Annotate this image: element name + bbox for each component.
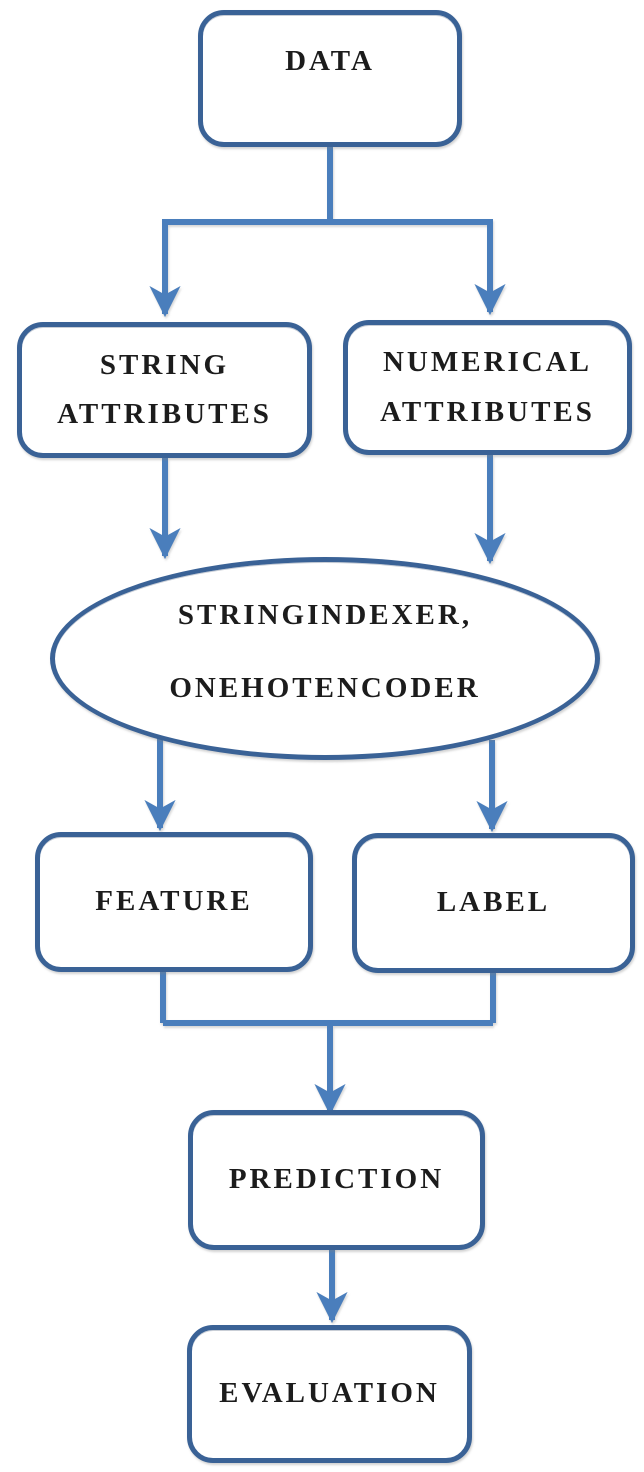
node-label: LABEL — [352, 833, 635, 973]
node-encoder-label-line2: ONEHOTENCODER — [169, 671, 481, 704]
edge-feature-label-merge-bar — [160, 970, 496, 1026]
node-numerical-attributes-label: NUMERICAL ATTRIBUTES — [380, 346, 595, 428]
node-encoder-label-line1: STRINGINDEXER, — [177, 599, 473, 632]
node-evaluation: EVALUATION — [187, 1325, 472, 1463]
node-prediction: PREDICTION — [188, 1110, 485, 1250]
node-numerical-attributes: NUMERICAL ATTRIBUTES — [343, 320, 632, 455]
node-feature: FEATURE — [35, 832, 313, 972]
node-prediction-label: PREDICTION — [228, 1163, 445, 1196]
node-encoder-ellipse: STRINGINDEXER, ONEHOTENCODER — [50, 557, 600, 760]
node-string-attributes: STRING ATTRIBUTES — [17, 322, 312, 458]
node-label-label: LABEL — [436, 886, 551, 919]
node-data: DATA — [198, 10, 462, 147]
node-feature-label: FEATURE — [95, 885, 253, 918]
node-string-attributes-label: STRING ATTRIBUTES — [57, 348, 272, 430]
node-data-label: DATA — [285, 44, 375, 77]
edge-data-split-bar — [162, 147, 493, 225]
node-evaluation-label: EVALUATION — [219, 1377, 440, 1410]
